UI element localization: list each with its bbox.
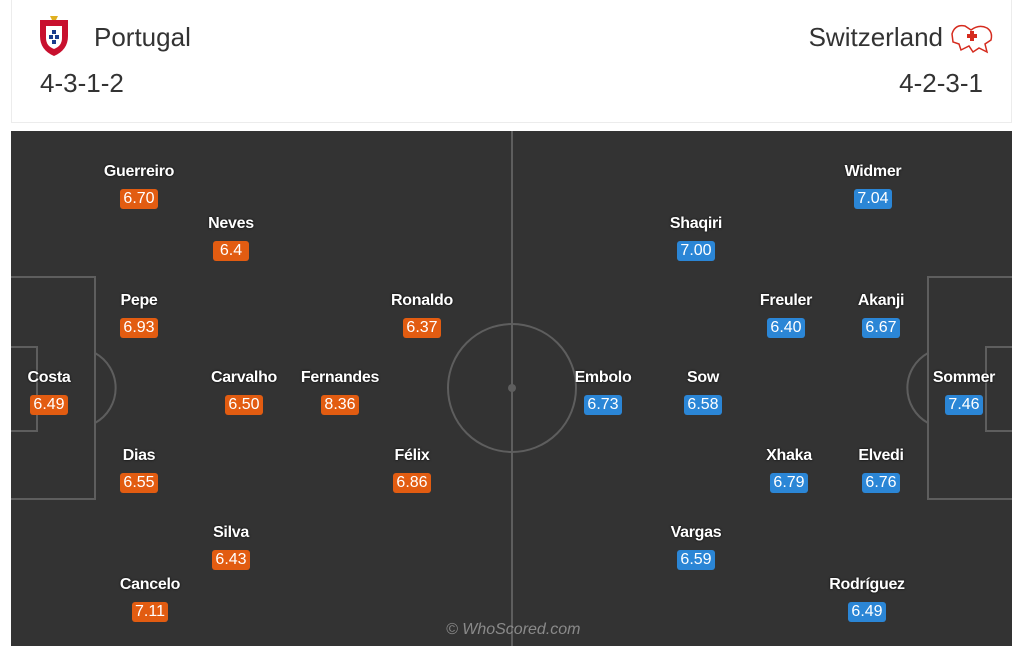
player-name: Vargas [670, 524, 722, 541]
pitch-markings [11, 131, 1012, 646]
player-rating-badge: 6.43 [212, 550, 250, 570]
home-player[interactable]: Neves 6.4 [176, 215, 286, 261]
whoscored-watermark: © WhoScored.com [446, 621, 581, 638]
player-name: Pepe [120, 292, 158, 309]
player-name: Silva [213, 524, 249, 541]
player-name: Guerreiro [103, 163, 175, 180]
player-rating-badge: 8.36 [321, 395, 359, 415]
player-name: Dias [122, 447, 156, 464]
player-name: Sommer [932, 369, 996, 386]
player-rating-badge: 6.50 [225, 395, 263, 415]
player-name: Embolo [574, 369, 632, 386]
player-name: Shaqiri [669, 215, 723, 232]
away-team-name: Switzerland [808, 22, 943, 52]
away-player[interactable]: Shaqiri 7.00 [641, 215, 751, 261]
player-rating-badge: 6.40 [767, 318, 805, 338]
away-player[interactable]: Elvedi 6.76 [826, 447, 936, 493]
player-name: Xhaka [766, 447, 812, 464]
player-name: Félix [394, 447, 430, 464]
player-rating-badge: 7.46 [945, 395, 983, 415]
player-rating-badge: 6.55 [120, 473, 158, 493]
home-player[interactable]: Félix 6.86 [357, 447, 467, 493]
player-rating-badge: 6.86 [393, 473, 431, 493]
switzerland-crest-icon [951, 24, 993, 54]
home-team-name: Portugal [94, 22, 191, 52]
player-rating-badge: 6.67 [862, 318, 900, 338]
home-player[interactable]: Cancelo 7.11 [95, 576, 205, 622]
player-name: Sow [687, 369, 719, 386]
player-rating-badge: 7.04 [854, 189, 892, 209]
home-player[interactable]: Guerreiro 6.70 [84, 163, 194, 209]
player-name: Rodríguez [829, 576, 905, 593]
away-player[interactable]: Akanji 6.67 [826, 292, 936, 338]
player-name: Neves [208, 215, 254, 232]
away-player[interactable]: Vargas 6.59 [641, 524, 751, 570]
player-name: Akanji [857, 292, 905, 309]
player-rating-badge: 6.73 [584, 395, 622, 415]
home-player[interactable]: Carvalho 6.50 [189, 369, 299, 415]
player-name: Costa [27, 369, 71, 386]
away-player[interactable]: Xhaka 6.79 [734, 447, 844, 493]
player-name: Ronaldo [391, 292, 453, 309]
player-rating-badge: 6.93 [120, 318, 158, 338]
home-player[interactable]: Pepe 6.93 [84, 292, 194, 338]
away-player[interactable]: Freuler 6.40 [731, 292, 841, 338]
away-formation: 4-2-3-1 [899, 68, 983, 98]
player-rating-badge: 7.11 [132, 602, 168, 622]
match-header: Portugal 4-3-1-2 Switzerland 4-2-3-1 [11, 0, 1012, 123]
portugal-crest-icon [40, 16, 68, 56]
home-player[interactable]: Ronaldo 6.37 [367, 292, 477, 338]
player-name: Fernandes [300, 369, 380, 386]
away-player[interactable]: Rodríguez 6.49 [812, 576, 922, 622]
away-player[interactable]: Sow 6.58 [648, 369, 758, 415]
home-player[interactable]: Fernandes 8.36 [285, 369, 395, 415]
bottom-border [11, 646, 1012, 653]
home-formation: 4-3-1-2 [40, 68, 124, 98]
player-rating-badge: 6.49 [30, 395, 68, 415]
player-name: Cancelo [119, 576, 181, 593]
away-player[interactable]: Embolo 6.73 [548, 369, 658, 415]
player-rating-badge: 6.70 [120, 189, 158, 209]
player-rating-badge: 6.76 [862, 473, 900, 493]
player-rating-badge: 6.49 [848, 602, 886, 622]
away-player[interactable]: Sommer 7.46 [909, 369, 1012, 415]
player-rating-badge: 6.4 [213, 241, 249, 261]
player-rating-badge: 7.00 [677, 241, 715, 261]
home-player[interactable]: Dias 6.55 [84, 447, 194, 493]
player-rating-badge: 6.59 [677, 550, 715, 570]
home-player[interactable]: Costa 6.49 [11, 369, 104, 415]
player-rating-badge: 6.37 [403, 318, 441, 338]
away-player[interactable]: Widmer 7.04 [818, 163, 928, 209]
home-player[interactable]: Silva 6.43 [176, 524, 286, 570]
player-name: Freuler [759, 292, 813, 309]
player-name: Widmer [844, 163, 902, 180]
player-name: Elvedi [858, 447, 904, 464]
player-rating-badge: 6.58 [684, 395, 722, 415]
player-name: Carvalho [210, 369, 278, 386]
player-rating-badge: 6.79 [770, 473, 808, 493]
